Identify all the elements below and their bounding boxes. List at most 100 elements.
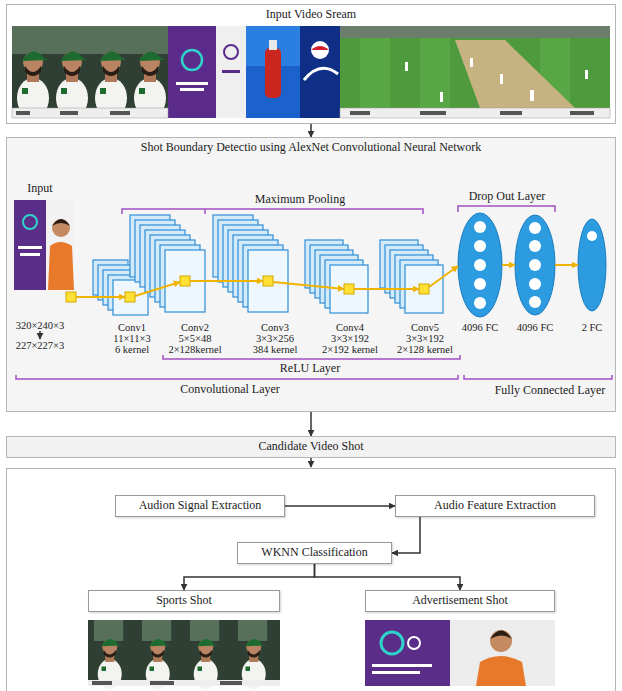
sports-frame bbox=[88, 620, 280, 689]
layer-label: Fully Connected Layer bbox=[495, 384, 606, 397]
data-flow-arrow bbox=[354, 288, 419, 290]
video-frames bbox=[12, 26, 610, 118]
kernel-square bbox=[125, 292, 135, 302]
video-frames bbox=[570, 111, 594, 115]
video-frames bbox=[16, 111, 30, 115]
video-frames bbox=[224, 45, 238, 59]
layer-label: Conv2 bbox=[181, 322, 209, 333]
video-frames bbox=[420, 111, 446, 115]
fc-layer bbox=[515, 215, 555, 315]
video-frames bbox=[222, 70, 240, 73]
stage-panel: Input Video Sream bbox=[6, 4, 616, 124]
data-flow-arrow bbox=[76, 296, 125, 298]
layer-label: 2×192 kernel bbox=[322, 344, 378, 355]
sports-frame bbox=[88, 680, 280, 686]
sports-frame bbox=[238, 620, 267, 689]
output-box: Advertisement Shot bbox=[365, 590, 555, 612]
video-frames bbox=[51, 26, 90, 118]
group-bracket bbox=[464, 375, 612, 379]
input-frame bbox=[14, 200, 74, 290]
video-frames bbox=[340, 26, 610, 118]
layer-label: 3×3×256 bbox=[256, 333, 294, 344]
video-frames bbox=[129, 26, 168, 118]
advertisement-frame bbox=[381, 632, 403, 654]
video-frames bbox=[585, 70, 588, 79]
sports-frame bbox=[142, 620, 171, 689]
panel-title: Input Video Sream bbox=[266, 8, 356, 22]
video-frames bbox=[12, 26, 51, 118]
kernel-square bbox=[263, 276, 273, 286]
process-box: WKNN Classification bbox=[237, 542, 392, 564]
sports-frame bbox=[220, 681, 242, 685]
fc-layer bbox=[474, 221, 486, 233]
sports-frame bbox=[238, 620, 267, 689]
video-frames bbox=[340, 108, 610, 118]
sports-frame bbox=[150, 681, 174, 685]
layer-label: 11×11×3 bbox=[113, 333, 150, 344]
sports-frame bbox=[92, 681, 112, 685]
fc-layer bbox=[529, 222, 541, 234]
advertisement-frame bbox=[372, 671, 420, 674]
box-label: Advertisement Shot bbox=[412, 594, 508, 608]
box-label: Sports Shot bbox=[156, 594, 212, 608]
advertisement-frame bbox=[490, 630, 512, 652]
group-bracket bbox=[16, 375, 458, 379]
sports-frame bbox=[94, 620, 123, 689]
fc-layer bbox=[474, 240, 486, 252]
layer-label: 3×3×192 bbox=[406, 333, 444, 344]
sports-frame bbox=[190, 620, 219, 689]
video-frames bbox=[110, 111, 130, 115]
video-frames bbox=[455, 40, 575, 108]
layer-label: Drop Out Layer bbox=[469, 190, 546, 203]
result-bar: Candidate Video Shot bbox=[6, 436, 616, 458]
video-frames bbox=[216, 26, 246, 118]
layer-label: Conv4 bbox=[336, 322, 364, 333]
fc-layer bbox=[529, 278, 541, 290]
layer-label: 5×5×48 bbox=[179, 333, 212, 344]
fc-layer bbox=[474, 297, 486, 309]
video-frames bbox=[176, 82, 208, 85]
panel-ground bbox=[6, 137, 616, 691]
layer-label: ReLU Layer bbox=[280, 362, 340, 375]
advertisement-frame bbox=[490, 631, 512, 640]
connector-arrow bbox=[315, 564, 461, 590]
kernel-square bbox=[419, 284, 429, 294]
video-frames bbox=[500, 74, 503, 84]
data-flow-arrow bbox=[273, 282, 344, 289]
kernel-square bbox=[66, 276, 429, 302]
video-frames bbox=[440, 92, 443, 102]
advertisement-frame bbox=[365, 620, 555, 686]
connector-arrow bbox=[285, 505, 395, 507]
input-frame bbox=[46, 200, 74, 290]
sports-frame bbox=[142, 620, 171, 689]
process-box: Audio Feature Extraction bbox=[395, 495, 595, 517]
advertisement-frame bbox=[408, 637, 420, 649]
process-box: Audion Signal Extraction bbox=[115, 495, 285, 517]
sports-frame bbox=[190, 620, 219, 689]
group-bracket bbox=[163, 355, 460, 359]
input-frame bbox=[23, 215, 37, 229]
input-frame bbox=[18, 246, 42, 249]
video-frames bbox=[265, 48, 281, 98]
video-frames bbox=[530, 90, 534, 101]
group-bracket bbox=[458, 206, 555, 212]
layer-label: 6 kernel bbox=[115, 344, 149, 355]
fc-layer bbox=[458, 213, 606, 317]
video-frames bbox=[12, 108, 168, 118]
advertisement-frame bbox=[450, 620, 555, 686]
kernel-square bbox=[66, 292, 76, 302]
layer-label: 384 kernel bbox=[253, 344, 298, 355]
layer-label: 3×3×192 bbox=[331, 333, 369, 344]
data-flow-arrow bbox=[190, 280, 263, 282]
connector-arrow bbox=[310, 412, 312, 436]
data-flow-arrow bbox=[555, 264, 578, 266]
video-frames bbox=[420, 38, 450, 108]
layer-label: 2×128 kernel bbox=[397, 344, 453, 355]
resize-arrow bbox=[39, 331, 41, 339]
kernel-square bbox=[344, 284, 354, 294]
video-frames bbox=[311, 41, 329, 59]
data-flow-arrow bbox=[429, 266, 458, 287]
video-frames bbox=[340, 26, 610, 38]
video-frames bbox=[470, 58, 473, 67]
fc-layer bbox=[474, 259, 486, 271]
